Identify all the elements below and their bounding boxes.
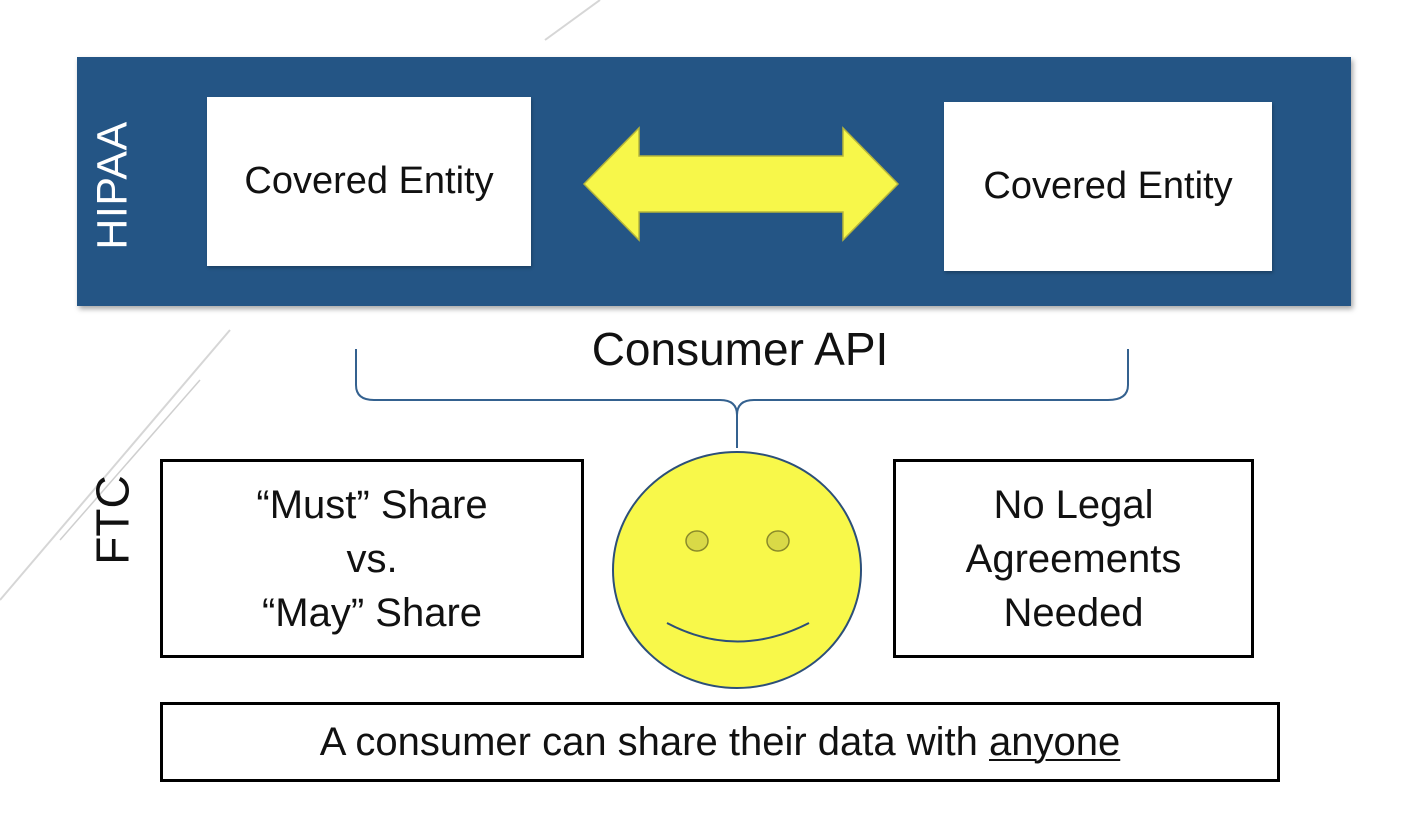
hipaa-label: HIPAA [88, 110, 138, 260]
vs-line: vs. [346, 536, 398, 581]
ftc-label: FTC [87, 460, 140, 580]
agreements-line: Agreements [965, 536, 1182, 581]
must-share-line: “Must” Share [256, 482, 488, 527]
consumer-share-statement: A consumer can share their data with any… [160, 702, 1280, 782]
covered-entity-left: Covered Entity [207, 97, 531, 266]
must-may-share-box: “Must” Share vs. “May” Share [160, 459, 584, 658]
smiley-mouth [666, 622, 810, 643]
smiley-left-eye [685, 530, 709, 552]
statement-text: A consumer can share their data with any… [320, 720, 1120, 765]
double-arrow-shape [582, 126, 900, 242]
smiley-right-eye [766, 530, 790, 552]
curly-brace [355, 349, 1129, 448]
consumer-api-label: Consumer API [591, 323, 889, 375]
double-arrow-icon [582, 126, 900, 242]
no-legal-line: No Legal [993, 482, 1154, 527]
covered-entity-right: Covered Entity [944, 102, 1272, 271]
smiley-face-circle [612, 451, 862, 689]
hipaa-label-text: HIPAA [88, 120, 137, 250]
statement-prefix: A consumer can share their data with [319, 719, 989, 764]
covered-entity-right-label: Covered Entity [983, 165, 1233, 207]
may-share-line: “May” Share [261, 590, 483, 635]
covered-entity-left-label: Covered Entity [244, 160, 494, 202]
no-legal-agreements-box: No Legal Agreements Needed [893, 459, 1254, 658]
needed-line: Needed [1003, 590, 1144, 635]
statement-emphasis: anyone [989, 719, 1121, 764]
smiley-face-icon [612, 451, 862, 689]
ftc-label-text: FTC [87, 475, 140, 565]
